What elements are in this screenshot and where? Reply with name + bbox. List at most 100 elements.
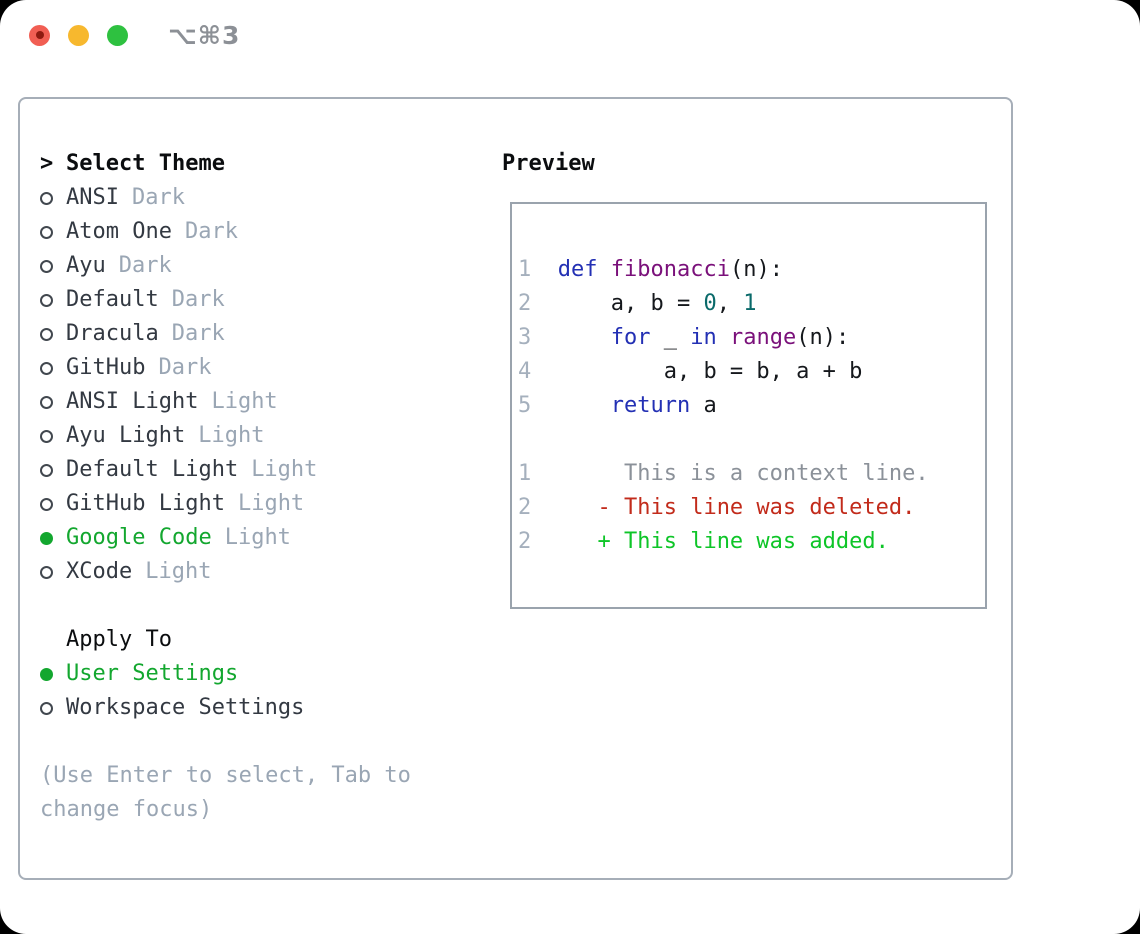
- line-number: 1: [518, 257, 532, 282]
- titlebar: ⌥⌘3: [0, 0, 1140, 70]
- token-plain: (n):: [796, 325, 850, 350]
- apply-to-header-label: Apply To: [66, 627, 172, 652]
- spacer: [40, 725, 460, 759]
- diff-line-context: 1 This is a context line.: [518, 457, 981, 491]
- option-label: Dracula: [66, 321, 159, 346]
- token-plain: a, b =: [557, 291, 704, 316]
- option-label: GitHub: [66, 355, 146, 380]
- theme-option-google-code[interactable]: Google Code Light: [40, 521, 460, 555]
- theme-option-github-light[interactable]: GitHub Light Light: [40, 487, 460, 521]
- radio-icon: [40, 565, 53, 579]
- line-number: 2: [518, 529, 532, 554]
- preview-header: Preview: [502, 147, 595, 181]
- code-line: 5 return a: [518, 389, 981, 423]
- diff-line-deleted: 2 - This line was deleted.: [518, 491, 981, 525]
- radio-icon: [40, 327, 53, 341]
- token-function: fibonacci: [610, 257, 730, 282]
- traffic-lights: [29, 24, 128, 46]
- selection-cursor-icon: >: [40, 151, 54, 176]
- option-label: XCode: [66, 559, 133, 584]
- diff-text-deleted: - This line was deleted.: [557, 495, 916, 520]
- line-number: 4: [518, 359, 532, 384]
- radio-icon: [40, 293, 53, 307]
- token-keyword: def: [557, 257, 598, 282]
- code-line: 1 def fibonacci(n):: [518, 253, 981, 287]
- option-label: Default: [66, 287, 159, 312]
- option-label: Workspace Settings: [66, 695, 305, 720]
- option-label: ANSI Light: [66, 389, 199, 414]
- token-plain: [558, 325, 611, 350]
- token-plain: (n):: [729, 257, 783, 282]
- token-number: 0: [703, 291, 717, 316]
- option-label: ANSI: [66, 185, 119, 210]
- token-plain: a, b = b, a + b: [557, 359, 863, 384]
- theme-option-github[interactable]: GitHub Dark: [40, 351, 460, 385]
- option-variant-label: Light: [224, 525, 291, 550]
- radio-selected-icon: [40, 667, 53, 681]
- option-variant-label: Dark: [118, 253, 172, 278]
- option-variant-label: Dark: [158, 355, 212, 380]
- radio-icon: [40, 429, 53, 443]
- blank-line: [518, 423, 981, 457]
- line-number: 1: [518, 461, 532, 486]
- token-keyword: for: [610, 325, 651, 350]
- minimize-button-icon[interactable]: [68, 24, 89, 46]
- zoom-button-icon[interactable]: [107, 24, 128, 46]
- option-variant-label: Light: [237, 491, 305, 516]
- option-variant-label: Light: [251, 457, 318, 482]
- token-plain: [717, 325, 730, 350]
- select-theme-header-label: Select Theme: [66, 151, 225, 176]
- code-line: 4 a, b = b, a + b: [518, 355, 981, 389]
- select-theme-header: > Select Theme: [40, 147, 460, 181]
- option-variant-label: Dark: [184, 219, 238, 244]
- theme-option-ansi-light[interactable]: ANSI Light Light: [40, 385, 460, 419]
- token-plain: _: [650, 325, 691, 350]
- diff-text-added: + This line was added.: [557, 529, 889, 554]
- code-line: 3 for _ in range(n):: [518, 321, 981, 355]
- theme-option-ansi[interactable]: ANSI Dark: [40, 181, 460, 215]
- close-button-icon[interactable]: [29, 24, 50, 46]
- apply-option-workspace-settings[interactable]: Workspace Settings: [40, 691, 460, 725]
- line-number: 2: [518, 291, 532, 316]
- token-number: 1: [743, 291, 757, 316]
- option-label: GitHub Light: [66, 491, 225, 516]
- radio-icon: [40, 395, 53, 409]
- option-variant-label: Light: [211, 389, 278, 414]
- preview-header-label: Preview: [502, 151, 595, 176]
- apply-to-header: Apply To: [40, 623, 460, 657]
- option-variant-label: Dark: [131, 185, 185, 210]
- option-label: Default Light: [66, 457, 239, 482]
- token-plain: [558, 393, 611, 418]
- radio-icon: [40, 225, 53, 239]
- token-plain: a: [690, 393, 717, 418]
- option-label: Ayu Light: [66, 423, 186, 448]
- token-keyword: return: [610, 393, 691, 418]
- token-plain: ,: [716, 291, 744, 316]
- option-label: Google Code: [66, 525, 212, 550]
- apply-option-user-settings[interactable]: User Settings: [40, 657, 460, 691]
- line-number: 3: [518, 325, 532, 350]
- window-title: ⌥⌘3: [168, 20, 241, 50]
- theme-option-default-light[interactable]: Default Light Light: [40, 453, 460, 487]
- token-plain: [598, 257, 611, 282]
- theme-option-xcode[interactable]: XCode Light: [40, 555, 460, 589]
- option-variant-label: Light: [145, 559, 212, 584]
- radio-icon: [40, 259, 53, 273]
- token-keyword: in: [690, 325, 717, 350]
- token-function: range: [729, 325, 797, 350]
- radio-icon: [40, 701, 53, 715]
- spacer: [40, 589, 460, 623]
- radio-icon: [40, 463, 53, 477]
- help-text: (Use Enter to select, Tab to change focu…: [40, 763, 411, 822]
